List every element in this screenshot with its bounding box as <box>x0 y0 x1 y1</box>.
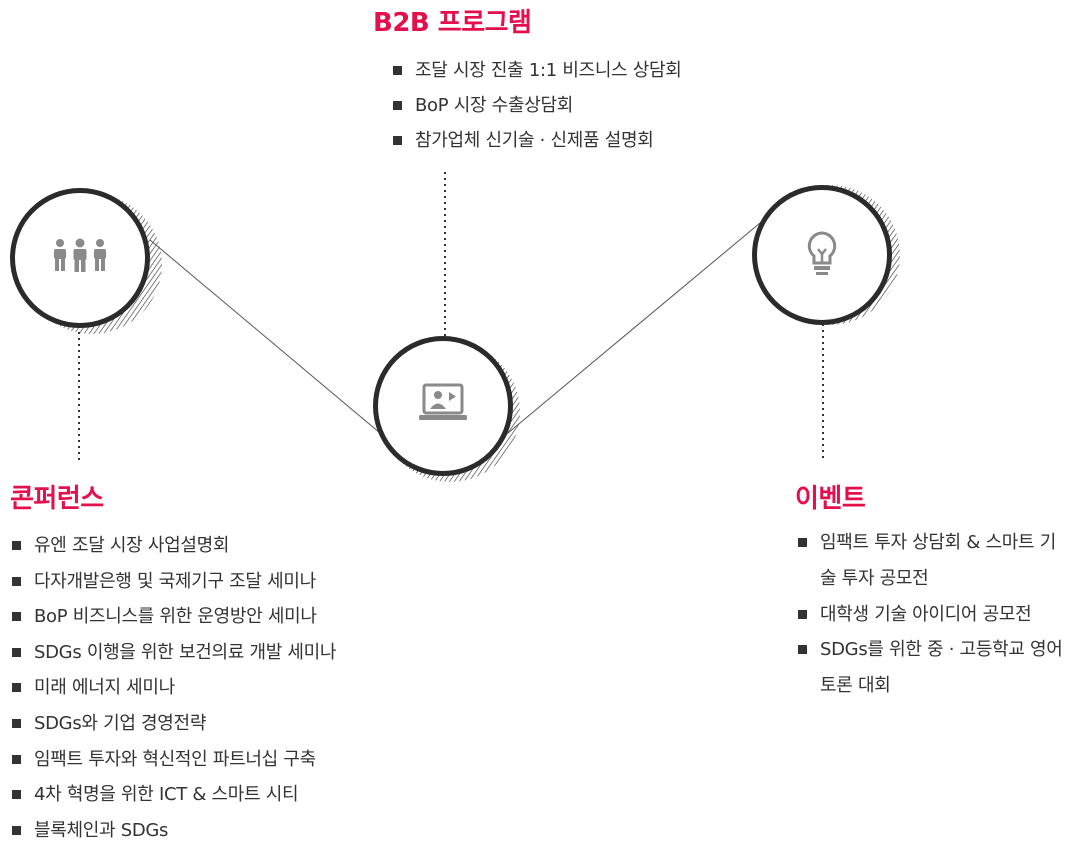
list-item: BoP 비즈니스를 위한 운영방안 세미나 <box>10 599 336 635</box>
list-item: 임팩트 투자와 혁신적인 파트너십 구축 <box>10 742 336 778</box>
list-item: 대학생 기술 아이디어 공모전 <box>796 597 1072 633</box>
lightbulb-icon <box>804 229 840 281</box>
connector-conference-b2b <box>149 239 381 434</box>
b2b-circle <box>373 336 513 476</box>
people-group-icon <box>51 238 109 278</box>
list-item: SDGs와 기업 경영전략 <box>10 706 336 742</box>
list-item: 조달 시장 진출 1:1 비즈니스 상담회 <box>391 53 682 88</box>
conference-title: 콘퍼런스 <box>10 484 104 514</box>
list-item: 참가업체 신기술 · 신제품 설명회 <box>391 123 682 158</box>
list-item: BoP 시장 수출상담회 <box>391 88 682 123</box>
list-item: 유엔 조달 시장 사업설명회 <box>10 528 336 564</box>
list-item: SDGs 이행을 위한 보건의료 개발 세미나 <box>10 635 336 671</box>
list-item: 블록체인과 SDGs <box>10 813 336 848</box>
list-item: 다자개발은행 및 국제기구 조달 세미나 <box>10 564 336 600</box>
event-title: 이벤트 <box>795 484 866 514</box>
list-item: 4차 혁명을 위한 ICT & 스마트 시티 <box>10 777 336 813</box>
connector-b2b-event <box>507 222 761 434</box>
conference-item-list: 유엔 조달 시장 사업설명회 다자개발은행 및 국제기구 조달 세미나 BoP … <box>10 528 336 848</box>
b2b-item-list: 조달 시장 진출 1:1 비즈니스 상담회 BoP 시장 수출상담회 참가업체 … <box>391 53 682 158</box>
event-item-list: 임팩트 투자 상담회 & 스마트 기술 투자 공모전 대학생 기술 아이디어 공… <box>796 525 1072 704</box>
list-item: 미래 에너지 세미나 <box>10 670 336 706</box>
laptop-video-icon <box>416 382 470 430</box>
event-circle <box>752 185 892 325</box>
list-item: SDGs를 위한 중 · 고등학교 영어 토론 대회 <box>796 632 1072 704</box>
b2b-title: B2B 프로그램 <box>373 8 532 38</box>
conference-circle <box>10 188 150 328</box>
list-item: 임팩트 투자 상담회 & 스마트 기술 투자 공모전 <box>796 525 1072 597</box>
